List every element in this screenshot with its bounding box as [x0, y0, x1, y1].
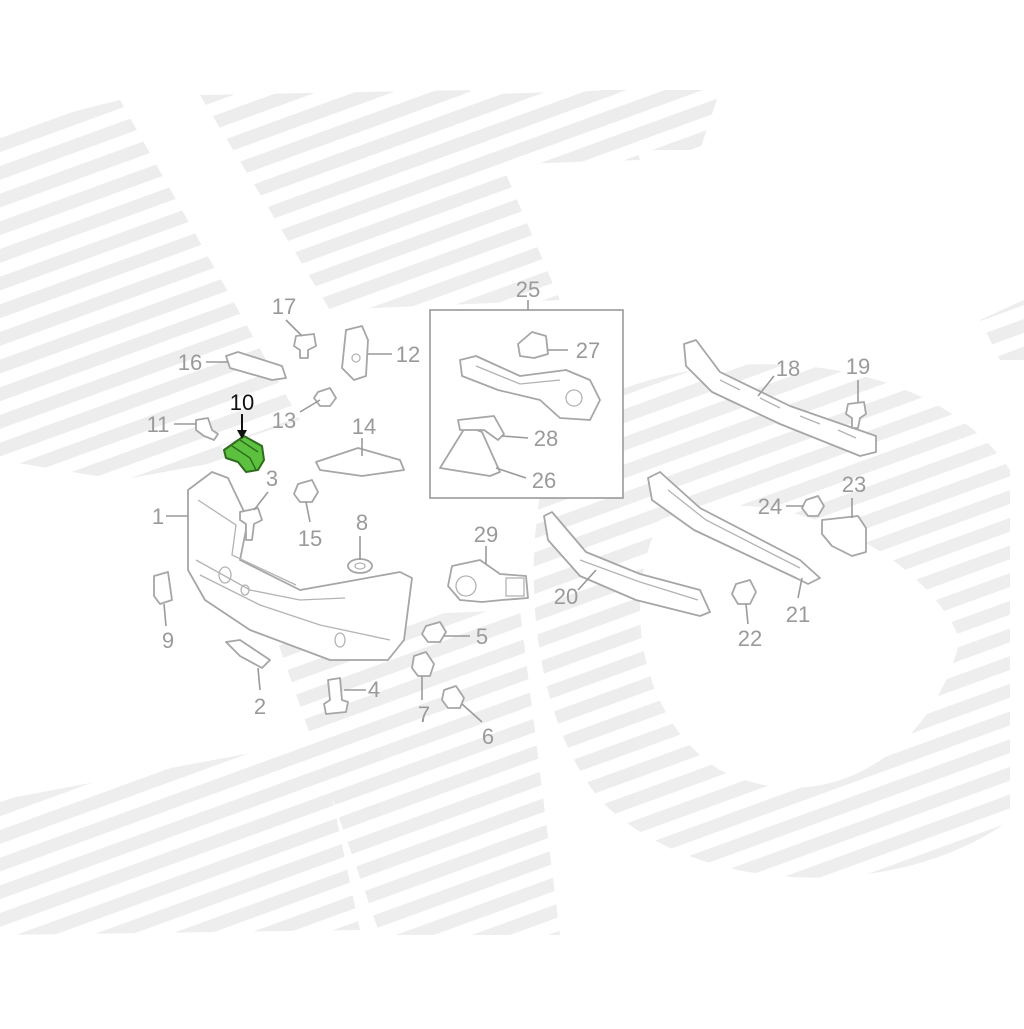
callout-15[interactable]: 15 [298, 526, 322, 551]
callout-13[interactable]: 13 [272, 408, 296, 433]
callout-24[interactable]: 24 [758, 494, 782, 519]
fastener-part-5[interactable] [421, 621, 447, 643]
leader-15 [305, 501, 311, 523]
callout-16[interactable]: 16 [178, 350, 202, 375]
bolt-part-19[interactable] [845, 401, 867, 429]
callout-1[interactable]: 1 [152, 504, 164, 529]
sensor-part-29[interactable] [447, 559, 529, 603]
leader-21 [797, 577, 803, 599]
leader-10-arrowhead [237, 430, 247, 439]
callout-26[interactable]: 26 [532, 468, 556, 493]
absorber-part-18[interactable] [683, 339, 877, 457]
callout-25[interactable]: 25 [516, 277, 540, 302]
callout-11[interactable]: 11 [147, 412, 170, 437]
callout-5[interactable]: 5 [476, 624, 488, 649]
grommet-part-8[interactable] [347, 558, 373, 574]
leader-2 [257, 667, 261, 691]
bracket-part-2[interactable] [225, 639, 271, 669]
callout-3[interactable]: 3 [266, 466, 278, 491]
bumper-beam-part-21[interactable] [647, 471, 821, 585]
bolt-part-17[interactable] [293, 333, 317, 359]
reinforcement-part-20[interactable] [543, 511, 711, 617]
leader-22 [745, 603, 749, 625]
bracket-assembly-part-25[interactable] [459, 355, 601, 421]
leader-9 [163, 603, 167, 627]
watermark [0, 90, 1024, 935]
leader-18 [757, 375, 775, 397]
clip-part-3[interactable] [239, 507, 263, 541]
bracket-part-12[interactable] [341, 325, 369, 381]
leader-3 [253, 491, 269, 511]
callout-4[interactable]: 4 [368, 677, 380, 702]
leader-13 [299, 399, 321, 413]
leader-20 [577, 569, 597, 591]
callout-12[interactable]: 12 [396, 342, 420, 367]
callout-22[interactable]: 22 [738, 626, 762, 651]
bracket-part-16[interactable] [225, 351, 287, 381]
leader-28 [501, 435, 529, 439]
clip-part-27[interactable] [517, 331, 549, 359]
holder-part-7[interactable] [411, 651, 435, 677]
callout-21[interactable]: 21 [786, 602, 810, 627]
callout-18[interactable]: 18 [776, 356, 800, 381]
callout-9[interactable]: 9 [162, 628, 174, 653]
callout-28[interactable]: 28 [534, 426, 558, 451]
callout-2[interactable]: 2 [254, 694, 266, 719]
callout-10[interactable]: 10 [230, 390, 254, 415]
screw-part-11[interactable] [195, 417, 219, 441]
leader-26 [495, 467, 527, 479]
nut-part-22[interactable] [731, 579, 757, 605]
callout-20[interactable]: 20 [554, 584, 578, 609]
bracket-part-23[interactable] [821, 515, 867, 557]
callout-6[interactable]: 6 [482, 724, 494, 749]
callout-17[interactable]: 17 [272, 294, 296, 319]
callout-8[interactable]: 8 [356, 510, 368, 535]
nut-part-24[interactable] [801, 495, 825, 517]
sensor-part-6[interactable] [441, 685, 465, 709]
retainer-part-10-highlighted[interactable] [223, 435, 265, 473]
callout-23[interactable]: 23 [842, 472, 866, 497]
nut-part-15[interactable] [293, 479, 319, 503]
spacer-part-26[interactable] [439, 425, 501, 477]
bracket-part-28[interactable] [457, 415, 505, 441]
bracket-part-14[interactable] [315, 447, 405, 477]
leader-17 [285, 319, 303, 337]
callout-7[interactable]: 7 [418, 702, 430, 727]
callout-27[interactable]: 27 [576, 338, 600, 363]
callout-19[interactable]: 19 [846, 354, 870, 379]
bracket-part-9[interactable] [153, 571, 173, 605]
callout-14[interactable]: 14 [352, 414, 376, 439]
bolt-part-4[interactable] [323, 677, 349, 715]
bolt-part-13[interactable] [313, 387, 337, 407]
callout-29[interactable]: 29 [474, 522, 498, 547]
leader-6 [461, 703, 483, 723]
